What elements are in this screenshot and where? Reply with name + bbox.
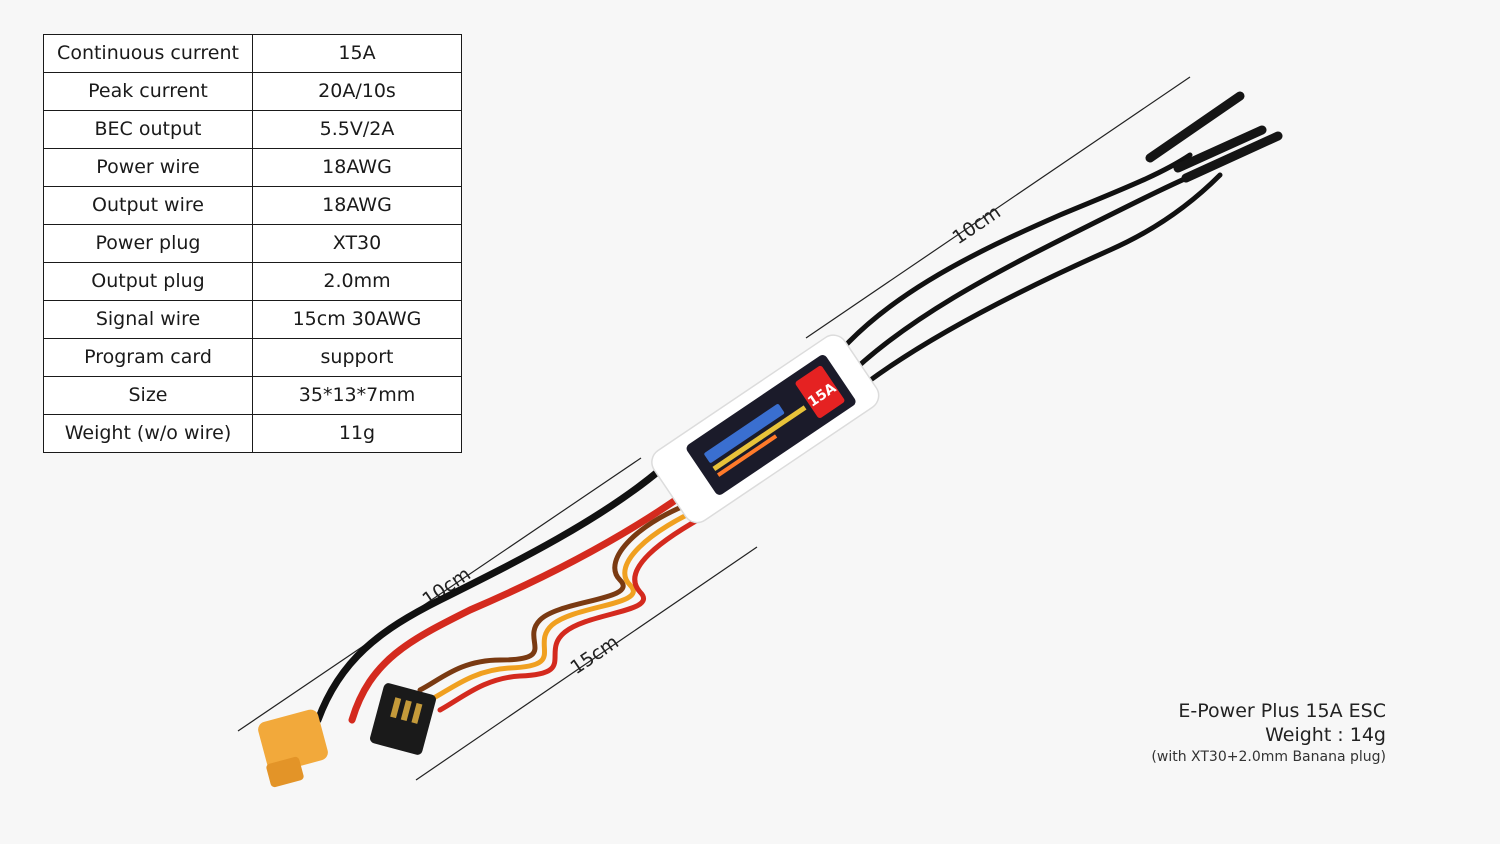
- spec-label: Signal wire: [43, 300, 253, 339]
- esc-body: 15A: [651, 334, 880, 524]
- spec-value: support: [252, 338, 462, 377]
- spec-value: 11g: [252, 414, 462, 453]
- caption-weight: Weight : 14g: [1265, 724, 1386, 746]
- spec-value: 2.0mm: [252, 262, 462, 301]
- spec-value: 18AWG: [252, 186, 462, 225]
- spec-value: 15A: [252, 34, 462, 73]
- signal-wires: [417, 497, 715, 713]
- spec-label: Program card: [43, 338, 253, 377]
- spec-value: 35*13*7mm: [252, 376, 462, 415]
- caption-note: (with XT30+2.0mm Banana plug): [1151, 749, 1386, 765]
- dimension-line-output: [805, 76, 1191, 339]
- spec-label: Output wire: [43, 186, 253, 225]
- spec-label: Power plug: [43, 224, 253, 263]
- spec-value: 5.5V/2A: [252, 110, 462, 149]
- spec-label: Power wire: [43, 148, 253, 187]
- dimension-line-signal: [415, 546, 758, 781]
- spec-value: 15cm 30AWG: [252, 300, 462, 339]
- servo-plug: [370, 683, 436, 755]
- spec-label: Peak current: [43, 72, 253, 111]
- caption-title: E-Power Plus 15A ESC: [1178, 700, 1386, 722]
- spec-label: Output plug: [43, 262, 253, 301]
- product-caption: E-Power Plus 15A ESC Weight : 14g (with …: [1151, 699, 1386, 767]
- motor-output-wires: [815, 152, 1223, 397]
- spec-value: XT30: [252, 224, 462, 263]
- spec-label: Continuous current: [43, 34, 253, 73]
- power-wires: [314, 466, 694, 724]
- bullet-connectors: [1145, 91, 1283, 183]
- dimension-label-signal: 15cm: [566, 631, 622, 679]
- spec-label: BEC output: [43, 110, 253, 149]
- dimension-line-power: [237, 457, 642, 732]
- xt30-connector: [258, 709, 328, 788]
- spec-row: Weight (w/o wire)11g: [43, 414, 462, 453]
